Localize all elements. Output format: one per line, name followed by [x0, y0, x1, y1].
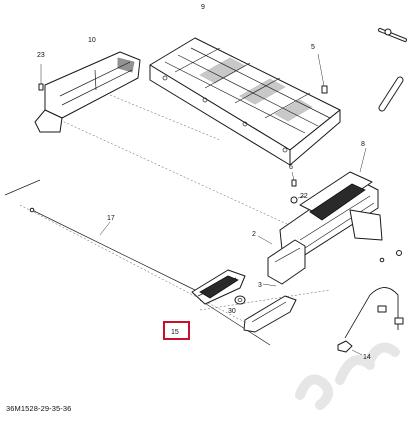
hoop-bracket	[344, 287, 404, 339]
callout-3: 3	[258, 282, 262, 289]
part-14-nut	[337, 340, 363, 356]
highlight-box-15	[163, 321, 190, 340]
part-6-screw	[291, 171, 297, 187]
part-3-cover	[243, 283, 297, 333]
callout-23: 23	[37, 52, 45, 59]
part-8-latch	[279, 147, 383, 259]
callout-6: 6	[289, 164, 293, 171]
callout-22: 22	[300, 193, 308, 200]
callout-9: 9	[201, 4, 205, 11]
reference-lines	[4, 94, 331, 346]
watermark	[295, 342, 400, 410]
document-code: 36M1528-29-35-36	[6, 404, 72, 413]
part-17-rod	[29, 207, 196, 291]
part-10-side-panel	[34, 51, 141, 133]
callout-10: 10	[88, 37, 96, 44]
callout-30: 30	[228, 308, 236, 315]
part-15-handle	[191, 269, 246, 305]
callout-17: 17	[107, 215, 115, 222]
small-bolt-right	[379, 250, 402, 263]
part-30-grommet	[234, 295, 246, 305]
part-2-bracket	[257, 235, 306, 285]
part-22-washer	[290, 195, 306, 204]
callout-5: 5	[311, 44, 315, 51]
part-5-screw	[317, 53, 328, 94]
callout-14: 14	[363, 354, 371, 361]
part-9-platform	[149, 37, 341, 166]
callout-2: 2	[252, 231, 256, 238]
tube-fragment-top	[378, 28, 407, 42]
tube-fragment-right	[378, 76, 404, 112]
callout-15: 15	[171, 329, 179, 336]
part-23-screw	[38, 64, 44, 91]
callout-8: 8	[361, 141, 365, 148]
